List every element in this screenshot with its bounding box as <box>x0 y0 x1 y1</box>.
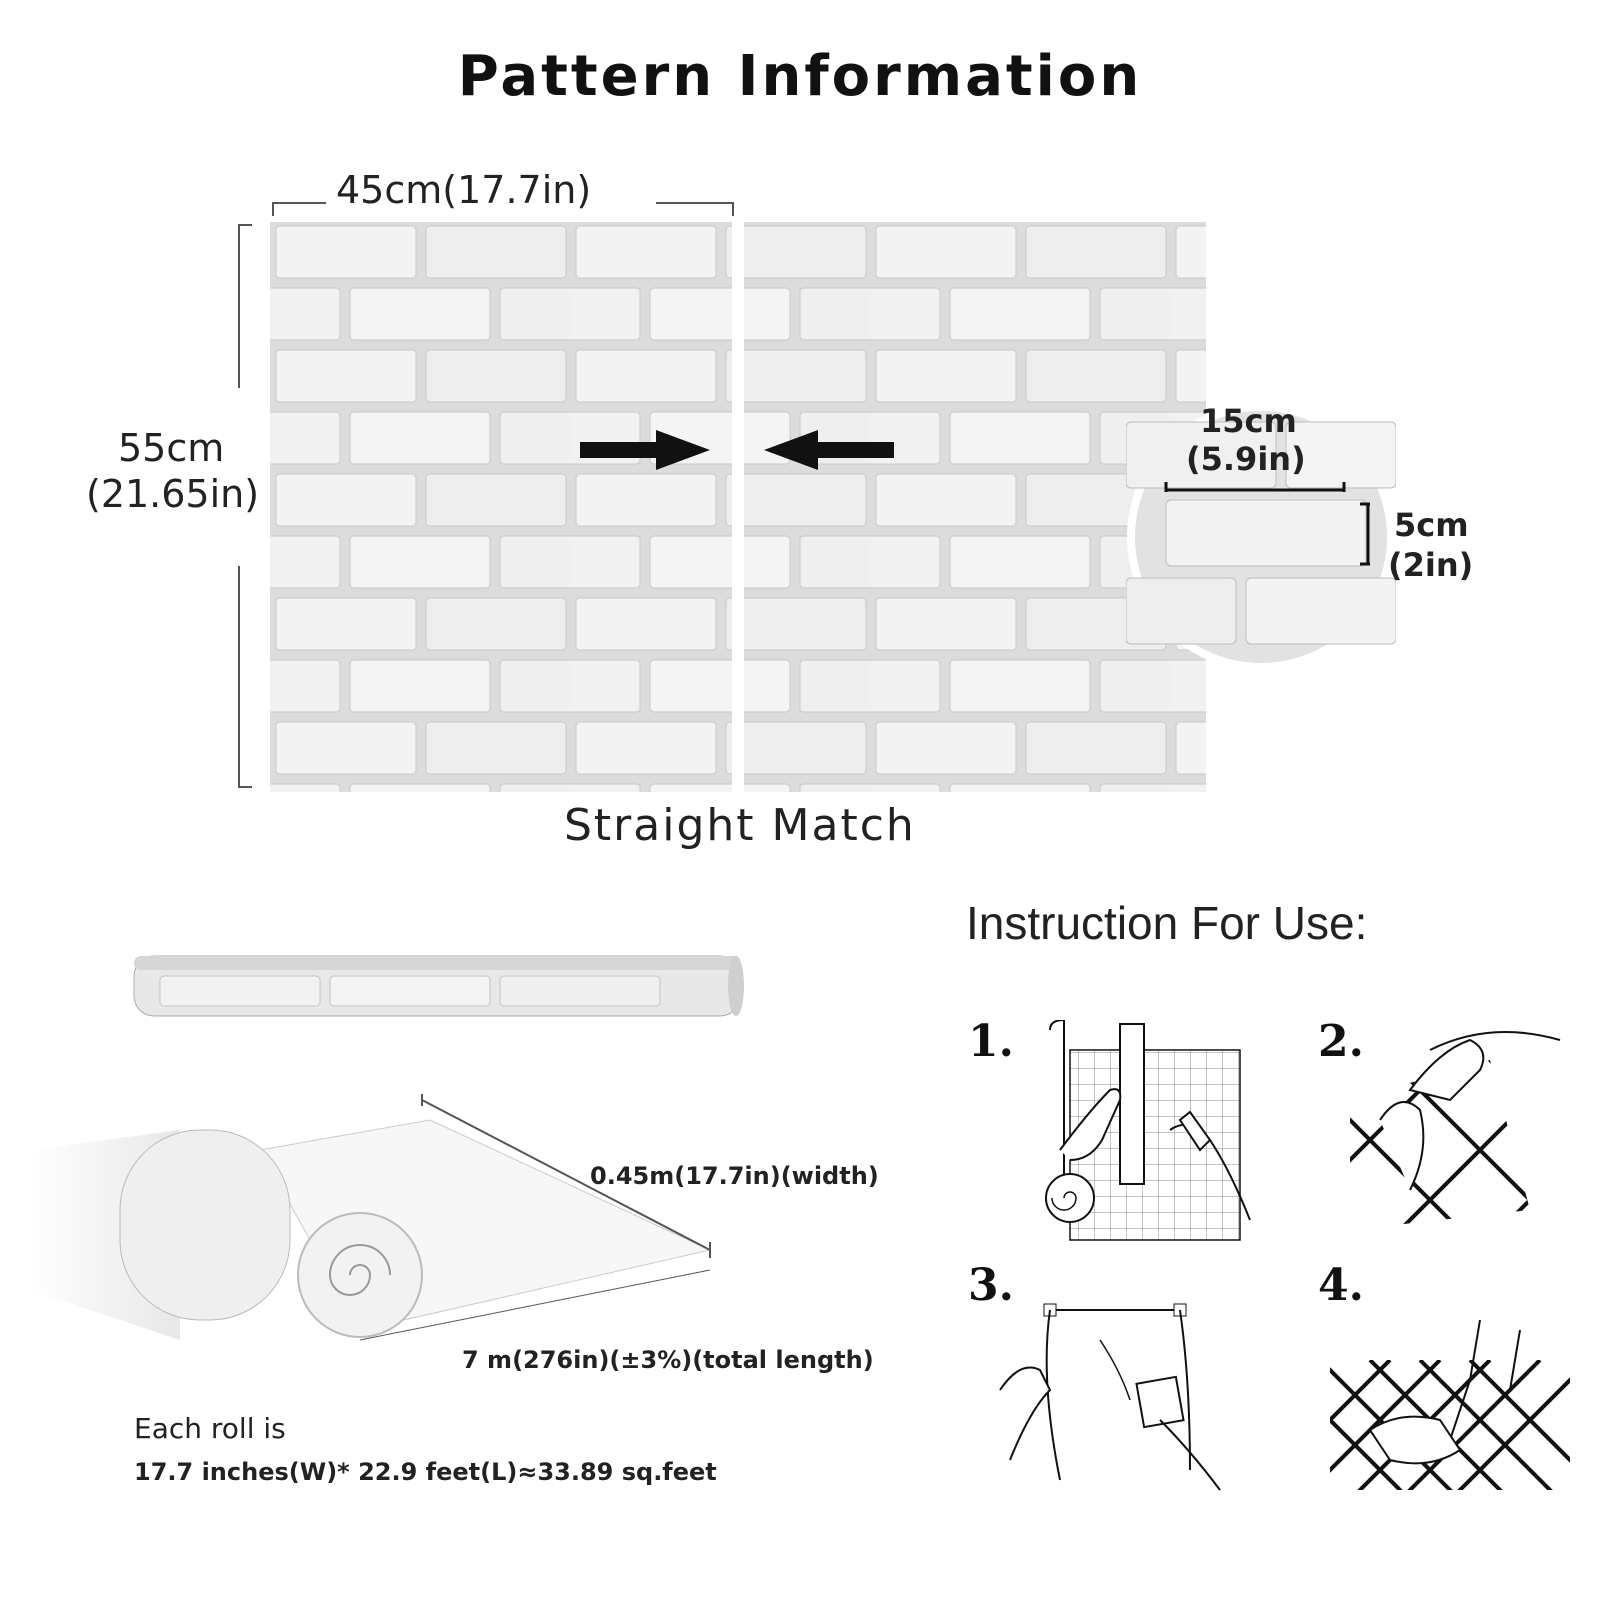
match-caption: Straight Match <box>564 800 916 851</box>
step-4-number: 4. <box>1318 1260 1364 1311</box>
step-3-illustration <box>999 1303 1221 1491</box>
arrow-left-icon <box>764 430 894 470</box>
height-dimension-line-top <box>238 224 240 388</box>
width-dimension-line-right <box>656 202 734 204</box>
pattern-height-label-cm: 55cm <box>118 426 225 470</box>
height-dimension-tick-top <box>238 224 252 226</box>
brick-height-label-in: (2in) <box>1388 546 1474 584</box>
pattern-height-label-in: (21.65in) <box>86 472 260 516</box>
brick-width-label-cm: 15cm <box>1200 402 1297 440</box>
step-1-number: 1. <box>968 1016 1014 1067</box>
step-2-illustration <box>1350 1031 1561 1230</box>
brick-panel-right <box>744 222 1206 792</box>
brick-pattern-panels <box>270 222 1206 792</box>
brick-detail-magnifier <box>1126 403 1396 671</box>
height-dimension-tick-bottom <box>238 786 252 788</box>
roll-length-label: 7 m(276in)(±3%)(total length) <box>462 1346 874 1374</box>
brick-panel-left <box>270 222 732 792</box>
roll-width-label: 0.45m(17.7in)(width) <box>590 1162 879 1190</box>
brick-width-label-in: (5.9in) <box>1186 440 1306 478</box>
step-3-number: 3. <box>968 1260 1014 1311</box>
pattern-width-label: 45cm(17.7in) <box>336 168 592 212</box>
height-dimension-line-bottom <box>238 566 240 788</box>
step-2-number: 2. <box>1318 1016 1364 1067</box>
width-dimension-tick-right <box>732 202 734 216</box>
instructions-heading: Instruction For Use: <box>966 897 1368 949</box>
unrolled-wallpaper-diagram <box>30 1094 712 1341</box>
brick-height-label-cm: 5cm <box>1394 506 1469 544</box>
step-1-illustration <box>1045 1020 1251 1241</box>
roll-summary-line2: 17.7 inches(W)* 22.9 feet(L)≈33.89 sq.fe… <box>134 1458 717 1486</box>
wallpaper-roll-image <box>133 955 744 1017</box>
width-dimension-line-left <box>272 202 326 204</box>
width-dimension-tick-left <box>272 202 274 216</box>
arrow-right-icon <box>580 430 710 470</box>
page-title: Pattern Information <box>457 44 1143 109</box>
step-4-illustration <box>1330 1320 1570 1490</box>
roll-summary-line1: Each roll is <box>134 1412 286 1445</box>
